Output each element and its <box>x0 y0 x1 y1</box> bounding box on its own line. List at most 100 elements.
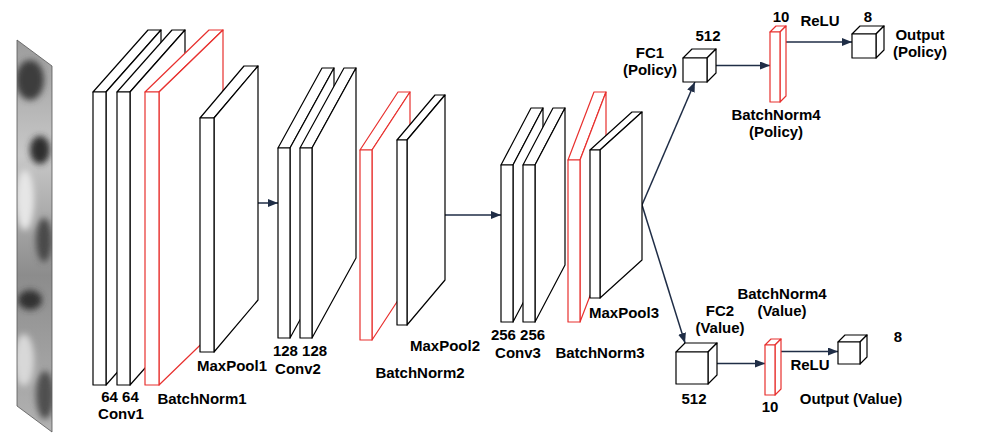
label-slot: Output (Value) <box>800 390 903 407</box>
label-slot: 128 128 <box>273 342 327 359</box>
block-shape <box>683 49 716 82</box>
slab-face <box>407 95 445 325</box>
block-label: FC1 (Policy) <box>617 44 683 78</box>
slab-face <box>708 343 717 384</box>
block-shape <box>676 343 717 384</box>
face-ground <box>10 35 60 435</box>
slab-face <box>278 148 290 338</box>
face-mouth <box>18 290 42 310</box>
layer-block: BatchNorm4 (Value)10 <box>765 339 781 395</box>
label-slot: 8 <box>864 8 872 25</box>
block-label: BatchNorm4 (Policy) <box>726 106 826 140</box>
block-shape <box>838 335 867 364</box>
image-border <box>17 40 52 432</box>
block-label: Output (Policy) <box>884 26 956 60</box>
block-label: BatchNorm2 <box>375 364 464 381</box>
block-label: MaxPool1 <box>197 357 267 374</box>
layer-block: 256 256Conv3 <box>501 108 565 322</box>
layer-block: FC2 (Value)512 <box>676 343 717 384</box>
block-label: Conv1 <box>98 405 144 422</box>
block-label: 8 <box>864 8 872 25</box>
label-slot: 256 256 <box>491 326 545 343</box>
face-shadow <box>16 60 44 100</box>
label-slot: BatchNorm2 <box>375 364 464 381</box>
face-features <box>14 60 54 419</box>
slab-face <box>535 108 565 322</box>
slab <box>765 339 781 395</box>
slab-face <box>300 148 312 338</box>
edge-label: ReLU <box>788 356 831 373</box>
block-shape <box>200 66 258 352</box>
block-label: 10 <box>762 398 779 415</box>
slab-face <box>93 92 106 385</box>
block-shape <box>590 112 642 298</box>
slab <box>568 92 606 322</box>
slab <box>523 108 565 322</box>
label-slot: MaxPool1 <box>197 357 267 374</box>
label-slot: BatchNorm4 (Policy) <box>726 106 826 140</box>
label-slot: FC1 (Policy) <box>617 44 683 78</box>
layer-block: 10BatchNorm4 (Policy) <box>770 26 786 102</box>
slab <box>838 335 867 364</box>
label-slot: FC2 (Value) <box>689 302 751 336</box>
slab-face <box>568 160 580 322</box>
slab-face <box>775 339 781 395</box>
slab-face <box>780 26 786 102</box>
slab-face <box>707 49 716 82</box>
block-label: Conv2 <box>275 360 321 377</box>
slab <box>676 343 717 384</box>
slab-face <box>852 34 876 58</box>
slab-face <box>145 92 159 385</box>
block-label: 10 <box>773 8 790 25</box>
label-slot: MaxPool3 <box>589 304 659 321</box>
edge-label: ReLU <box>798 12 841 29</box>
face-eye <box>30 136 50 164</box>
block-label: 512 <box>695 27 720 44</box>
block-shape <box>501 108 565 322</box>
slab <box>145 30 223 385</box>
slab <box>683 49 716 82</box>
slab-face <box>676 352 708 384</box>
label-slot: BatchNorm3 <box>555 344 644 361</box>
slab-face <box>312 68 356 338</box>
face-pixels <box>10 35 60 435</box>
slab-face <box>360 150 372 340</box>
slab <box>852 26 884 58</box>
block-label: Conv3 <box>495 344 541 361</box>
arrow-connector <box>781 351 838 353</box>
block-shape <box>397 95 445 325</box>
arrow-connector <box>258 202 278 204</box>
slab <box>770 26 786 102</box>
label-slot: ReLU <box>798 12 841 29</box>
label-slot: 512 <box>695 27 720 44</box>
label-slot: 512 <box>681 390 706 407</box>
face-highlight <box>16 170 34 230</box>
block-shape <box>852 26 884 58</box>
slab-face <box>501 165 513 322</box>
slab-face <box>683 58 707 82</box>
slab <box>360 92 410 340</box>
layer-block: FC1 (Policy)512 <box>683 49 716 82</box>
label-slot: 10 <box>762 398 779 415</box>
arrow-connector <box>642 205 685 343</box>
block-label: 256 256 <box>491 326 545 343</box>
label-slot: Conv2 <box>275 360 321 377</box>
slab-face <box>117 92 130 385</box>
label-slot: BatchNorm4 (Value) <box>732 285 832 319</box>
block-shape <box>765 339 781 395</box>
block-label: BatchNorm3 <box>555 344 644 361</box>
block-label: 512 <box>681 390 706 407</box>
slab-face <box>214 66 258 352</box>
layer-block: MaxPool1 <box>200 66 258 352</box>
layer-block: 128 128Conv2 <box>278 68 356 338</box>
face-shadow <box>36 218 52 262</box>
arrow-connector <box>717 363 765 365</box>
label-slot: Output (Policy) <box>884 26 956 60</box>
label-slot: Conv3 <box>495 344 541 361</box>
slab-face <box>523 165 535 322</box>
block-label: FC2 (Value) <box>689 302 751 336</box>
layer-block: 8Output (Policy) <box>852 26 884 58</box>
slab-face <box>860 335 867 364</box>
arrow-connector <box>786 41 852 43</box>
